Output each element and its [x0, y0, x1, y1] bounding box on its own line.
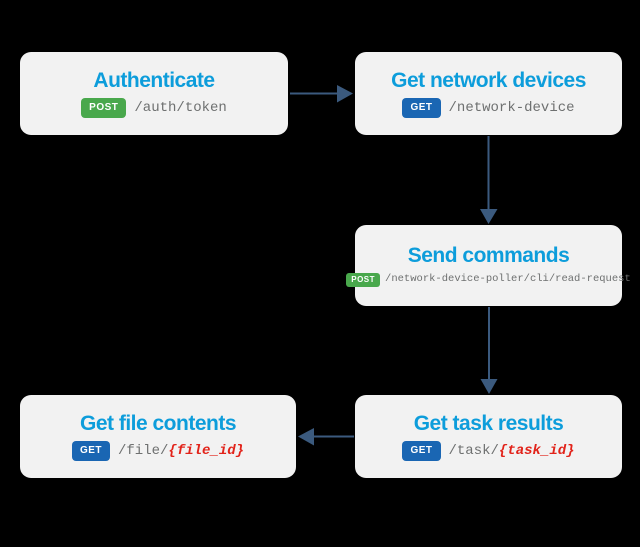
endpoint-row: POST /network-device-poller/cli/read-req…	[346, 272, 631, 287]
path-param: {file_id}	[168, 442, 245, 459]
endpoint-path: /task/{task_id}	[449, 444, 575, 458]
http-method-badge: GET	[402, 97, 441, 118]
http-method-badge: GET	[71, 440, 110, 461]
http-method-badge: POST	[346, 272, 381, 287]
step-title: Authenticate	[93, 68, 215, 92]
endpoint-path: /network-device	[449, 101, 575, 115]
path-text: /file/	[118, 442, 169, 459]
endpoint-row: GET /network-device	[402, 97, 575, 118]
arrow-get-network-devices-to-send-commands	[480, 136, 498, 224]
http-method-badge: POST	[81, 97, 127, 118]
path-text: /network-device-poller/cli/read-request	[385, 273, 631, 286]
http-method-badge: GET	[402, 440, 441, 461]
path-text: /task/	[448, 442, 499, 459]
endpoint-row: GET /task/{task_id}	[402, 440, 575, 461]
path-param: {task_id}	[498, 442, 575, 459]
path-text: /network-device	[448, 99, 575, 116]
arrow-send-commands-to-get-task-results	[480, 307, 498, 394]
endpoint-path: /network-device-poller/cli/read-request	[385, 274, 631, 285]
step-get-network-devices: Get network devices GET /network-device	[355, 52, 622, 135]
arrow-get-task-results-to-get-file-contents	[298, 428, 354, 446]
step-authenticate: Authenticate POST /auth/token	[20, 52, 288, 135]
step-title: Send commands	[407, 243, 570, 267]
endpoint-row: POST /auth/token	[81, 97, 227, 118]
step-title: Get task results	[413, 411, 564, 435]
arrow-authenticate-to-get-network-devices	[290, 85, 353, 103]
step-get-file-contents: Get file contents GET /file/{file_id}	[20, 395, 296, 478]
step-send-commands: Send commands POST /network-device-polle…	[346, 225, 631, 306]
endpoint-row: GET /file/{file_id}	[71, 440, 244, 461]
step-get-task-results: Get task results GET /task/{task_id}	[355, 395, 622, 478]
step-title: Get file contents	[79, 411, 237, 435]
endpoint-path: /auth/token	[134, 101, 226, 115]
step-title: Get network devices	[391, 68, 586, 92]
endpoint-path: /file/{file_id}	[118, 444, 244, 458]
path-text: /auth/token	[134, 99, 227, 116]
